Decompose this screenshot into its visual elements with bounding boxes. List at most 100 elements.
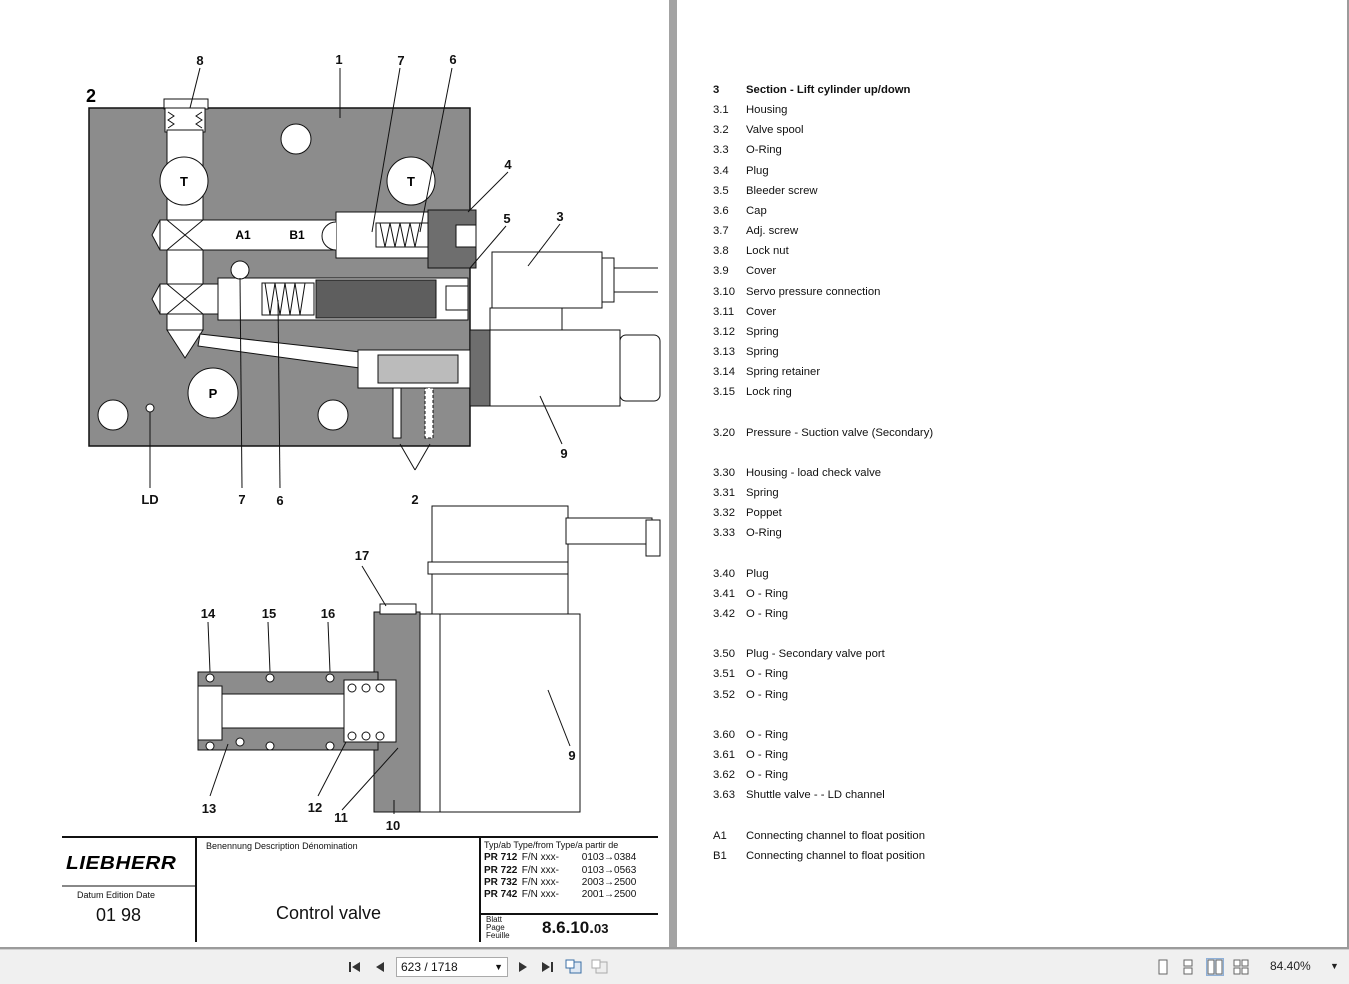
viewer-toolbar: 623 / 1718▼ 84.40% ▼ (0, 949, 1349, 984)
part-number: 3.52 (713, 688, 735, 701)
part-label: Spring (746, 487, 779, 499)
part-label: O-Ring (746, 527, 782, 540)
part-number: 3.10 (713, 285, 735, 298)
date-label: Datum Edition Date (77, 890, 156, 900)
part-number: 3 (713, 84, 720, 96)
part-label: Housing (746, 104, 788, 117)
part-number: 3.60 (713, 728, 735, 741)
port-t-label: T (180, 174, 188, 189)
prev-page-icon[interactable] (371, 958, 389, 976)
part-number: 3.50 (713, 648, 735, 661)
part-label: Spring retainer (746, 366, 821, 379)
part-label: Poppet (746, 507, 782, 520)
part-label: Adj. screw (746, 225, 799, 238)
page-gap (669, 0, 677, 947)
part-label: Plug - Secondary valve port (746, 648, 885, 661)
callout-6-bottom: 6 (276, 493, 283, 508)
part-number: 3.3 (713, 144, 729, 157)
control-valve-drawing: T T P (62, 52, 661, 942)
figure-number: 2 (86, 86, 96, 106)
port-b1-label: B1 (289, 228, 305, 242)
part-label: Bleeder screw (746, 184, 818, 197)
two-page-icon[interactable] (1206, 958, 1224, 976)
part-number: 3.4 (713, 164, 729, 177)
type-row: PR 732 F/N xxx-2003→2500 (484, 877, 637, 888)
continuous-icon[interactable] (1180, 959, 1196, 975)
zoom-dropdown-icon[interactable]: ▼ (1330, 961, 1339, 971)
callout-6: 6 (449, 52, 456, 67)
callout-10: 10 (386, 818, 400, 833)
part-number: 3.1 (713, 104, 729, 117)
callout-2: 2 (411, 492, 418, 507)
part-label: Section - Lift cylinder up/down (746, 84, 911, 96)
part-label: Servo pressure connection (746, 285, 881, 298)
part-number: 3.41 (713, 587, 735, 600)
page-code: 8.6.10.03 (542, 918, 609, 937)
last-page-icon[interactable] (538, 958, 556, 976)
part-number: 3.51 (713, 668, 735, 681)
next-page-icon[interactable] (514, 958, 532, 976)
port-t-label-2: T (407, 174, 415, 189)
first-page-icon[interactable] (346, 958, 364, 976)
callout-11: 11 (334, 810, 348, 825)
part-number: 3.62 (713, 769, 735, 782)
callout-12: 12 (308, 800, 322, 815)
part-label: Pressure - Suction valve (Secondary) (746, 426, 934, 439)
part-label: Cap (746, 204, 767, 217)
callout-3: 3 (556, 209, 563, 224)
callout-4: 4 (504, 157, 512, 172)
part-number: 3.9 (713, 265, 729, 278)
zoom-level[interactable]: 84.40% (1270, 959, 1311, 973)
part-label: O-Ring (746, 144, 782, 157)
callout-15: 15 (262, 606, 276, 621)
part-number: 3.7 (713, 225, 729, 238)
part-number: 3.2 (713, 124, 729, 137)
rotate-icon[interactable] (565, 958, 583, 976)
page-number-select[interactable]: 623 / 1718▼ (396, 957, 508, 977)
part-number: 3.13 (713, 345, 735, 358)
single-page-icon[interactable] (1155, 959, 1171, 975)
part-number: 3.40 (713, 567, 735, 580)
document-page-left: T T P (0, 0, 669, 947)
type-row: PR 722 F/N xxx-0103→0563 (484, 865, 637, 876)
type-header: Typ/ab Type/from Type/a partir de (484, 840, 619, 850)
part-number: 3.6 (713, 204, 729, 217)
callout-7: 7 (397, 53, 404, 68)
document-title: Control valve (276, 903, 382, 923)
type-row: PR 742 F/N xxx-2001→2500 (484, 889, 637, 900)
liebherr-logo: LIEBHERR (66, 853, 177, 873)
part-label: Housing - load check valve (746, 466, 882, 479)
part-label: Lock ring (746, 386, 792, 399)
part-label: O - Ring (746, 607, 789, 620)
callout-7-bottom: 7 (238, 492, 245, 507)
part-label: O - Ring (746, 688, 789, 701)
snapshot-icon[interactable] (591, 958, 609, 976)
part-label: O - Ring (746, 769, 789, 782)
part-number: 3.31 (713, 487, 735, 499)
part-number: B1 (713, 849, 727, 862)
part-number: 3.5 (713, 184, 729, 197)
part-number: 3.11 (713, 305, 735, 318)
callout-16: 16 (321, 606, 335, 621)
part-number: A1 (713, 829, 727, 842)
part-label: Connecting channel to float position (746, 829, 925, 842)
callout-13: 13 (202, 801, 216, 816)
callout-ld: LD (141, 492, 158, 507)
part-number: 3.20 (713, 426, 735, 439)
port-a1-label: A1 (235, 228, 251, 242)
edition-date: 01 98 (96, 905, 142, 925)
type-row: PR 712 F/N xxx-0103→0384 (484, 852, 637, 863)
part-number: 3.12 (713, 325, 735, 338)
part-number: 3.63 (713, 789, 735, 802)
callout-17: 17 (355, 548, 369, 563)
port-p-label: P (209, 386, 218, 401)
callout-5: 5 (503, 211, 510, 226)
part-label: Shuttle valve - - LD channel (746, 789, 885, 802)
part-label: Cover (746, 265, 777, 278)
callout-9: 9 (560, 446, 567, 461)
part-label: O - Ring (746, 587, 789, 600)
part-label: Connecting channel to float position (746, 849, 925, 862)
two-page-continuous-icon[interactable] (1233, 959, 1249, 975)
